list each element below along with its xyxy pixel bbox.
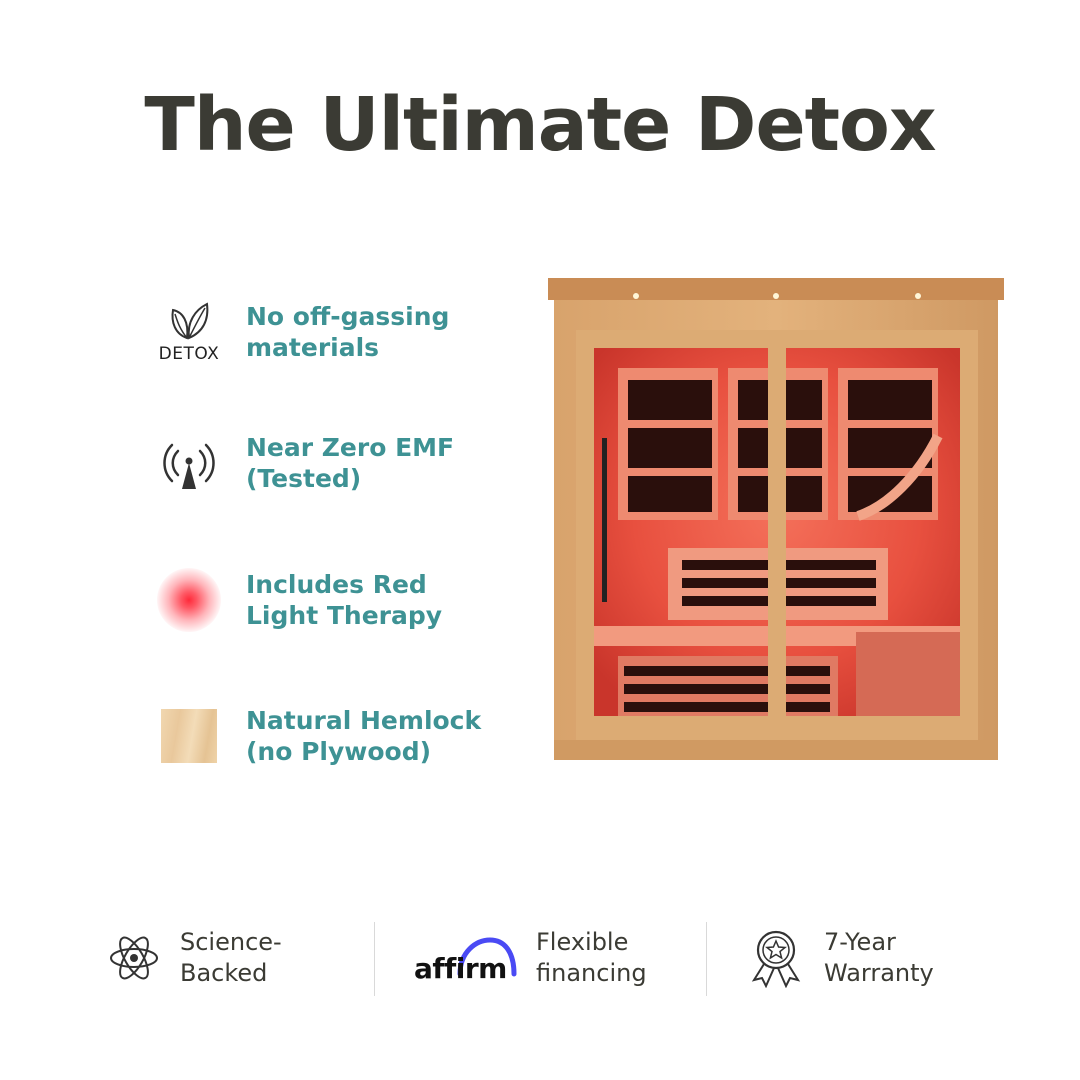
feature-label-line2: materials: [246, 333, 380, 362]
leaf-icon: [171, 302, 209, 340]
feature-near-zero-emf: Near Zero EMF (Tested): [150, 423, 530, 503]
badge-divider: [706, 922, 707, 996]
affirm-logo: affirm: [414, 918, 520, 998]
badge-label: Science- Backed: [180, 927, 282, 989]
feature-label-line2: (no Plywood): [246, 737, 432, 766]
badge-label-line2: financing: [536, 959, 647, 987]
badge-label-line2: Warranty: [824, 959, 934, 987]
antenna-signal-icon: [150, 423, 228, 503]
feature-label: No off-gassing materials: [246, 301, 536, 363]
affirm-logo-text: affirm: [414, 952, 507, 985]
badge-label-line1: Flexible: [536, 928, 629, 956]
award-ribbon-icon: [751, 930, 801, 988]
badge-label-line1: 7-Year: [824, 928, 896, 956]
feature-label-line1: No off-gassing: [246, 302, 450, 331]
atom-icon: [110, 936, 158, 980]
badge-divider: [374, 922, 375, 996]
feature-label-line1: Near Zero EMF: [246, 433, 455, 462]
detox-icon-text: DETOX: [158, 344, 220, 364]
feature-red-light: Includes Red Light Therapy: [150, 560, 530, 640]
page-title: The Ultimate Detox: [144, 82, 936, 168]
feature-label: Natural Hemlock (no Plywood): [246, 705, 536, 767]
feature-no-off-gassing: DETOX No off-gassing materials: [150, 292, 530, 372]
feature-label-line1: Natural Hemlock: [246, 706, 482, 735]
feature-label-line2: Light Therapy: [246, 601, 443, 630]
bottom-benefits-bar: Science- Backed affirm Flexible financin…: [0, 918, 1080, 998]
feature-label-line1: Includes Red: [246, 570, 427, 599]
affirm-arc-icon: [457, 937, 517, 977]
badge-warranty: 7-Year Warranty: [748, 918, 978, 998]
feature-label-line2: (Tested): [246, 464, 362, 493]
badge-label-line1: Science-: [180, 928, 282, 956]
feature-label: Includes Red Light Therapy: [246, 569, 536, 631]
badge-label: Flexible financing: [536, 927, 647, 989]
feature-natural-hemlock: Natural Hemlock (no Plywood): [150, 696, 530, 776]
badge-label: 7-Year Warranty: [824, 927, 934, 989]
feature-label: Near Zero EMF (Tested): [246, 432, 536, 494]
badge-science-backed: Science- Backed: [108, 918, 338, 998]
leaf-detox-icon: DETOX: [150, 292, 228, 372]
wood-swatch-icon: [150, 696, 228, 776]
badge-label-line2: Backed: [180, 959, 268, 987]
badge-flexible-financing: affirm Flexible financing: [414, 918, 674, 998]
sauna-product-image: [548, 278, 1004, 760]
red-light-glow-icon: [150, 560, 228, 640]
